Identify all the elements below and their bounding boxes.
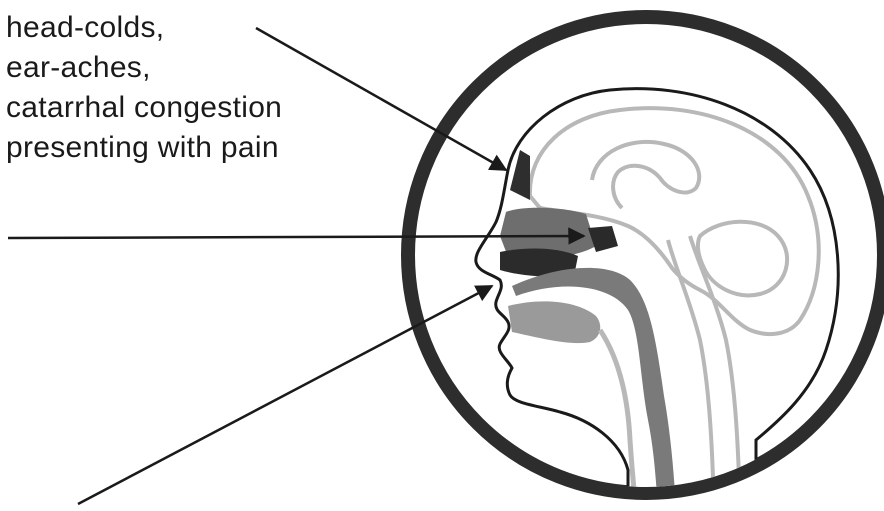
pointer-line-lower bbox=[78, 286, 492, 504]
